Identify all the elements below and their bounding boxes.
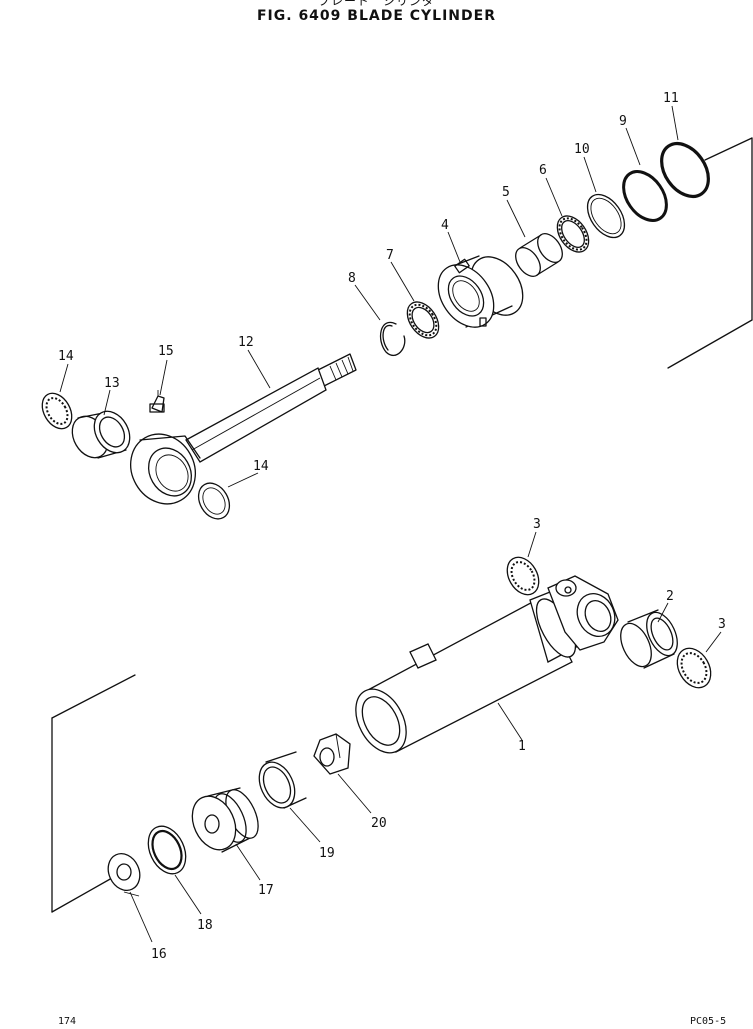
- callout-6: 6: [539, 163, 547, 178]
- callout-1: 1: [518, 739, 526, 754]
- callout-4: 4: [441, 218, 449, 233]
- callout-12: 12: [238, 335, 254, 350]
- part-17-piston: [191, 787, 259, 853]
- part-6-seal: [556, 215, 590, 253]
- figure-title: FIG. 6409 BLADE CYLINDER: [256, 8, 496, 24]
- part-19-wear-ring: [258, 751, 307, 809]
- callout-19: 19: [319, 846, 335, 861]
- callout-5: 5: [502, 185, 510, 200]
- document-code: PC05-5: [690, 1016, 727, 1027]
- callout-2: 2: [666, 589, 674, 604]
- part-2-bushing: [620, 609, 678, 669]
- part-3-seal-ring-upper: [506, 556, 540, 596]
- callout-14-upper: 14: [58, 349, 74, 364]
- part-3-seal-ring-lower: [676, 647, 712, 689]
- part-9-o-ring: [622, 170, 668, 222]
- callout-10: 10: [574, 142, 590, 157]
- page-number: 174: [58, 1016, 77, 1027]
- callout-3-upper: 3: [533, 517, 541, 532]
- figure-title-japanese: ブレード シリンダ: [317, 0, 435, 8]
- part-4-cylinder-head: [437, 255, 524, 328]
- part-8-snap-ring: [379, 321, 406, 357]
- frame-bracket-bottom: [51, 674, 136, 913]
- callout-14-lower: 14: [253, 459, 269, 474]
- callout-8: 8: [348, 271, 356, 286]
- part-16-ring: [107, 853, 141, 891]
- part-11-o-ring: [660, 142, 710, 198]
- callout-18: 18: [197, 918, 213, 933]
- part-10-backup-ring: [586, 193, 626, 239]
- callout-9: 9: [619, 114, 627, 129]
- part-20-nut: [313, 733, 351, 775]
- callout-13: 13: [104, 376, 120, 391]
- part-18-seal: [147, 825, 187, 875]
- part-5-bushing: [515, 233, 563, 277]
- part-15-grease-fitting: [149, 390, 165, 413]
- part-1-cylinder-tube: [355, 575, 619, 754]
- callout-17: 17: [258, 883, 274, 898]
- callout-15: 15: [158, 344, 174, 359]
- callout-3-lower: 3: [718, 617, 726, 632]
- leader-lines: [59, 105, 722, 943]
- callout-20: 20: [371, 816, 387, 831]
- callout-labels: 1 2 3 3 4 5 6 7 8 9 10 11 12 13 14 14 15…: [58, 91, 726, 962]
- part-14-seal-ring-lower: [197, 482, 231, 520]
- frame-bracket-top: [667, 137, 753, 369]
- callout-11: 11: [663, 91, 679, 106]
- part-7-seal: [406, 301, 440, 339]
- callout-7: 7: [386, 248, 394, 263]
- part-12-piston-rod: [130, 353, 357, 505]
- part-13-bushing: [71, 410, 131, 459]
- callout-16: 16: [151, 947, 167, 962]
- part-14-seal-ring-upper: [41, 392, 73, 430]
